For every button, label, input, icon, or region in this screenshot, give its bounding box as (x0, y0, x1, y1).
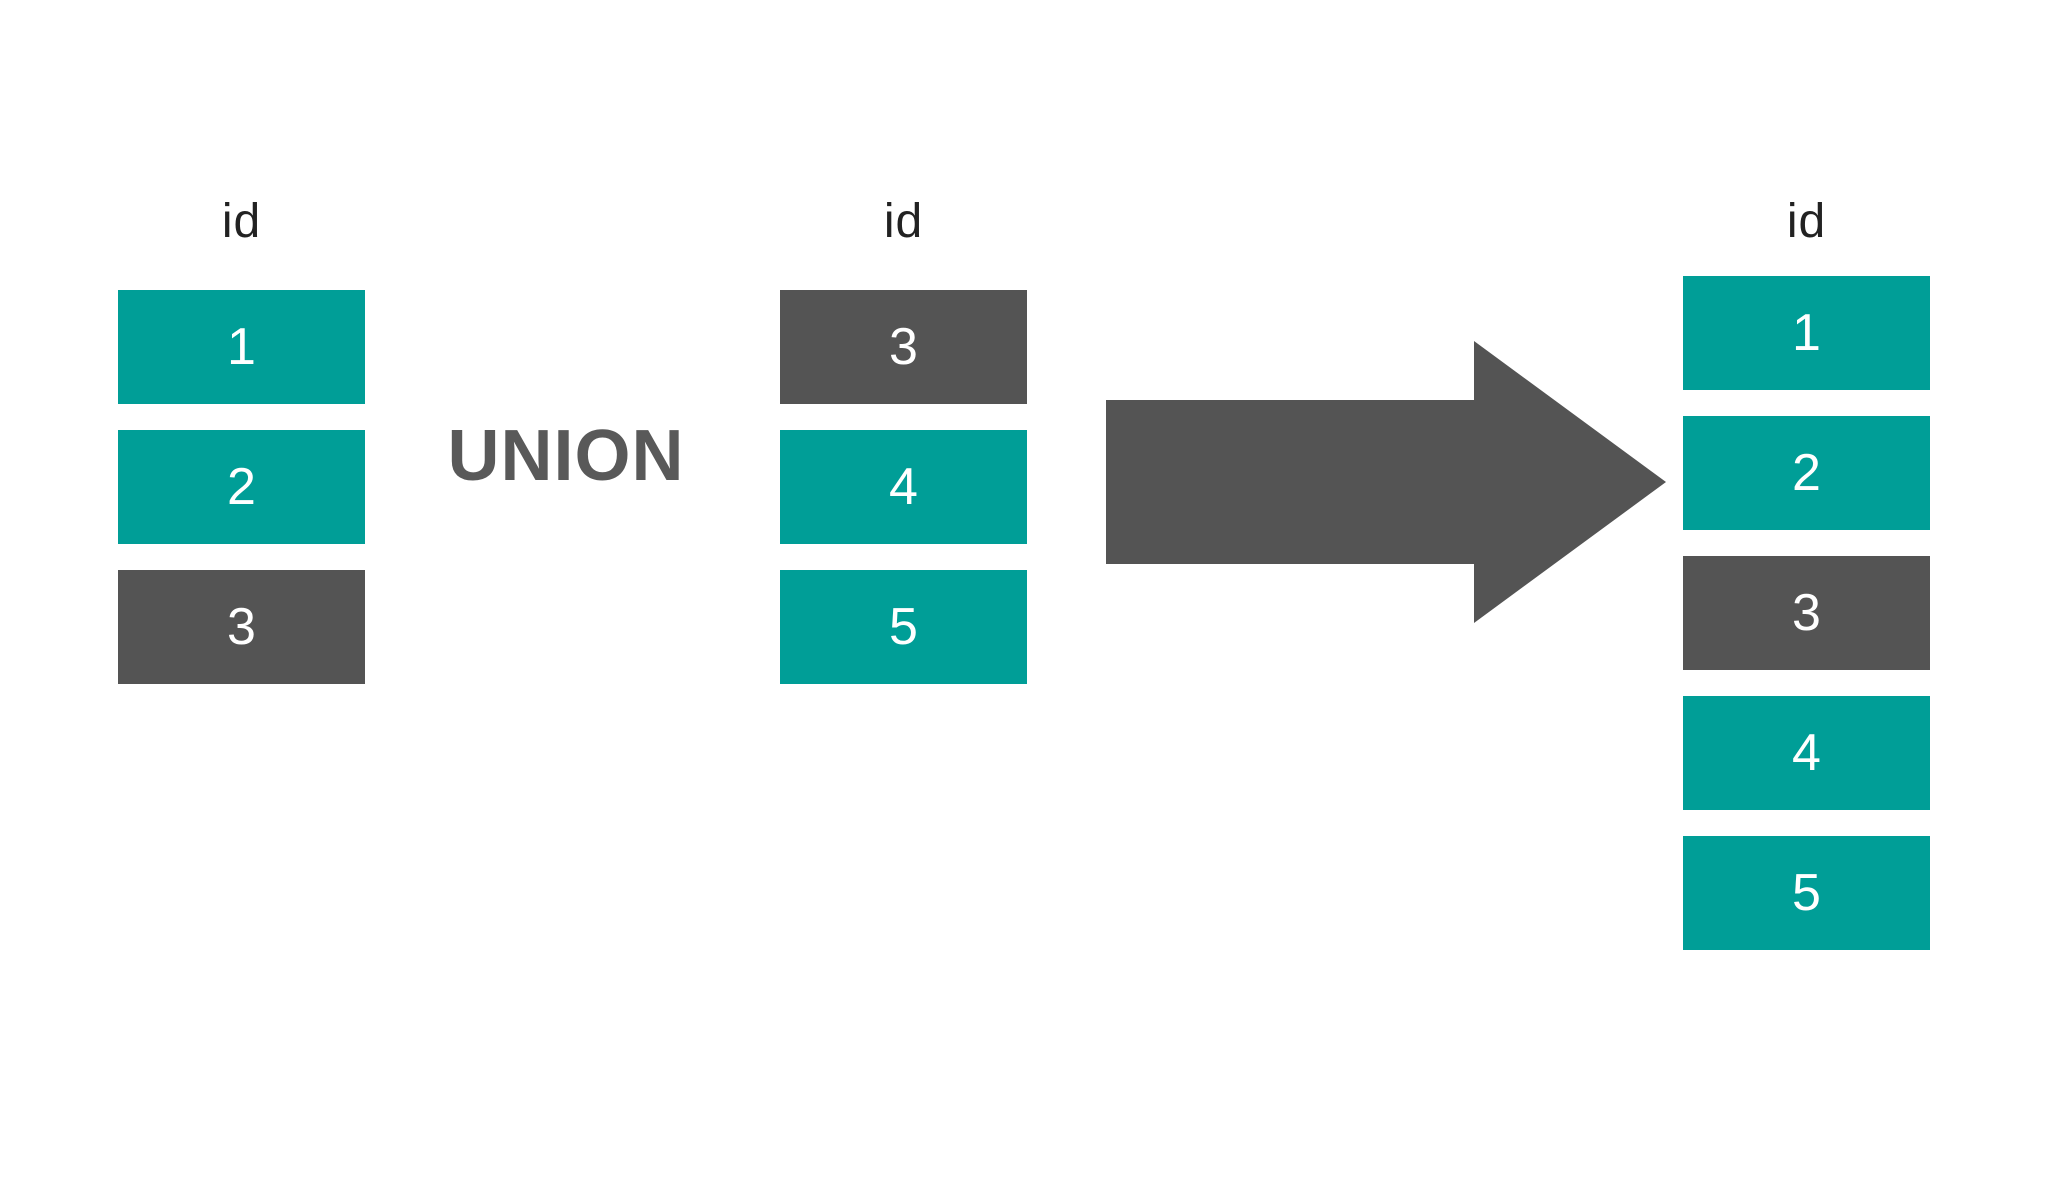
table-row: 2 (1683, 416, 1930, 530)
table-row: 4 (780, 430, 1027, 544)
table-rows: 1 2 3 4 5 (1683, 276, 1930, 950)
table-row: 3 (118, 570, 365, 684)
union-operator-label: UNION (447, 416, 685, 496)
table-row: 4 (1683, 696, 1930, 810)
table-rows: 1 2 3 (118, 290, 365, 684)
column-header-id: id (1786, 195, 1827, 248)
result-table: id 1 2 3 4 5 (1683, 196, 1930, 950)
table-row: 1 (118, 290, 365, 404)
right-operand-table: id 3 4 5 (780, 196, 1027, 684)
left-operand-table: id 1 2 3 (118, 196, 365, 684)
table-rows: 3 4 5 (780, 290, 1027, 684)
table-row: 2 (118, 430, 365, 544)
table-row: 1 (1683, 276, 1930, 390)
column-header-id: id (883, 195, 924, 248)
table-row: 5 (1683, 836, 1930, 950)
column-header-id: id (221, 195, 262, 248)
table-row: 5 (780, 570, 1027, 684)
table-row: 3 (1683, 556, 1930, 670)
table-row: 3 (780, 290, 1027, 404)
